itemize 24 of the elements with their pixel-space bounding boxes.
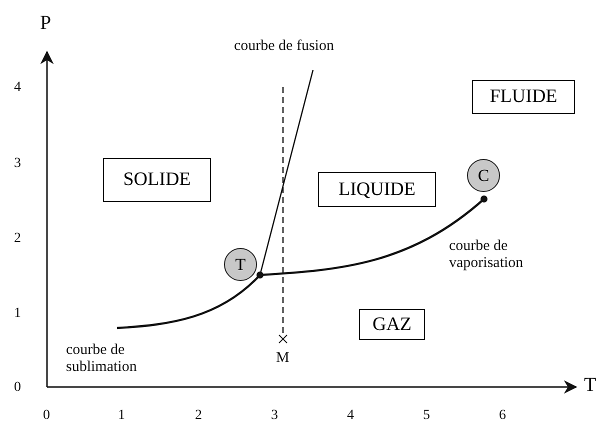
tick-label: 6 (499, 408, 506, 423)
critical-point-marker: C (467, 159, 500, 192)
axis-title: P (40, 12, 52, 35)
point-label: M (276, 350, 290, 368)
tick-label: 3 (14, 156, 21, 172)
tick-label: 1 (14, 306, 21, 322)
tick-label: 3 (271, 408, 278, 423)
tick-label: 1 (118, 408, 125, 423)
curve-label: courbe de vaporisation (449, 238, 524, 272)
axis-title: T (584, 374, 596, 397)
curve-label: courbe de sublimation (66, 342, 138, 376)
tick-label: 2 (195, 408, 202, 423)
phase-label: GAZ (359, 309, 425, 340)
tick-label: 4 (14, 80, 21, 96)
tick-label: 4 (347, 408, 354, 423)
tick-label: 0 (14, 380, 21, 396)
tick-label: 2 (14, 231, 21, 248)
phase-label: FLUIDE (472, 80, 575, 114)
phase-label: SOLIDE (103, 158, 211, 202)
tick-label: 5 (423, 408, 430, 423)
triple-point-marker: T (224, 248, 257, 281)
phase-label: LIQUIDE (318, 172, 436, 207)
curve-label: courbe de fusion (234, 38, 334, 56)
tick-label: 0 (43, 408, 50, 423)
